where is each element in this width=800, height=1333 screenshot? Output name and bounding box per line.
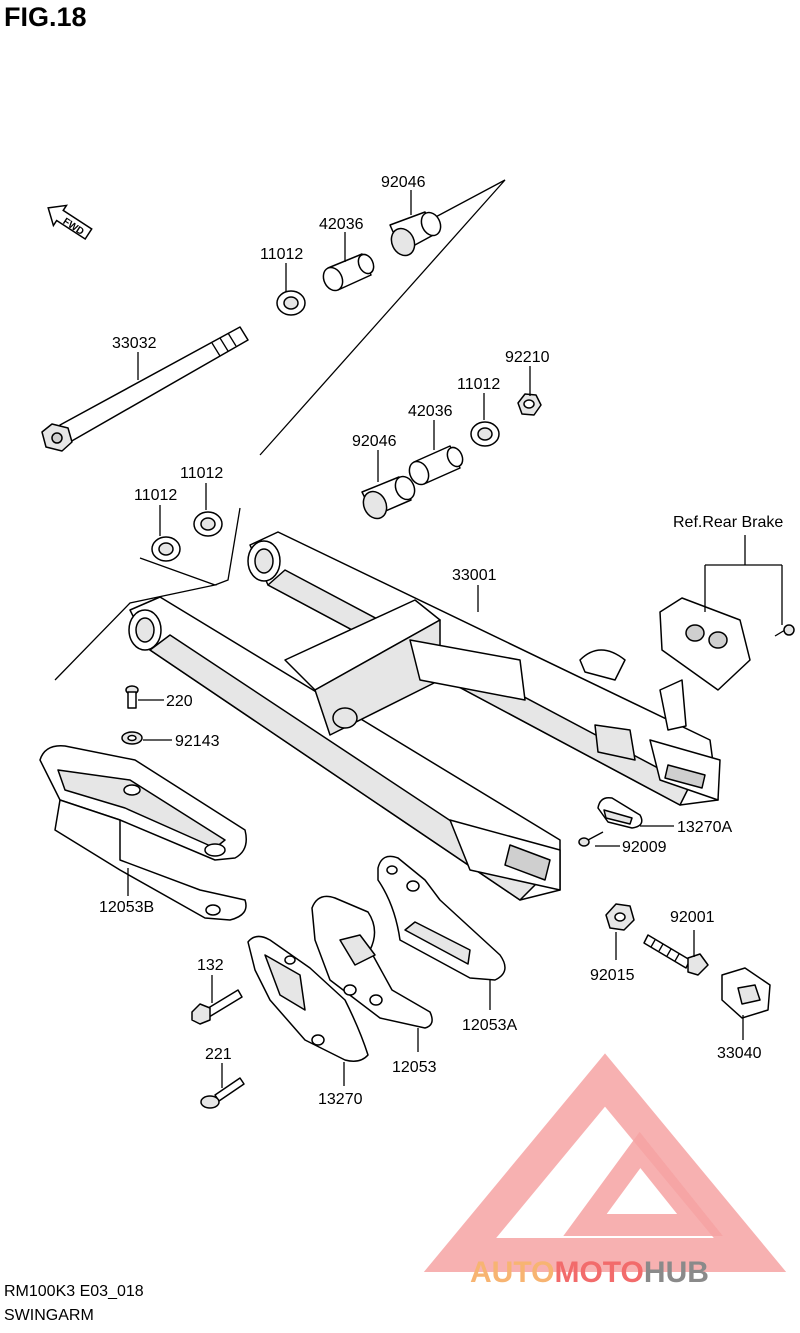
fwd-arrow-icon: FWD (47, 204, 93, 241)
nut-92210 (517, 393, 542, 416)
bearing-92046-upper (389, 211, 442, 257)
bolt-92009 (578, 831, 604, 847)
label-11012-mid: 11012 (457, 376, 500, 393)
label-11012-c: 11012 (180, 465, 223, 482)
screw-92001 (643, 934, 709, 976)
label-42036-lower: 42036 (408, 403, 453, 420)
label-11012-upper: 11012 (260, 246, 303, 263)
section-line-upper (259, 179, 506, 456)
section-line-lower (54, 557, 218, 681)
pivot-shaft (41, 326, 249, 452)
label-221: 221 (205, 1046, 232, 1063)
bolt-220 (125, 685, 139, 709)
clip-33040 (721, 967, 771, 1019)
label-92210: 92210 (505, 349, 550, 366)
chain-guide-12053A (377, 855, 506, 981)
rear-brake-bracket (659, 535, 795, 691)
swingarm-body (128, 531, 721, 901)
seal-11012-d (151, 536, 181, 562)
seal-11012-mid (470, 421, 500, 447)
label-92046-lower: 92046 (352, 433, 397, 450)
bolt-132 (191, 989, 243, 1025)
label-13270A: 13270A (677, 819, 732, 836)
guide-plate-13270 (247, 935, 369, 1062)
label-92143: 92143 (175, 733, 220, 750)
section-line-mid (214, 507, 241, 586)
label-92015: 92015 (590, 967, 635, 984)
watermark-moto: MOTO (554, 1256, 643, 1289)
label-92009: 92009 (622, 839, 667, 856)
label-11012-d: 11012 (134, 487, 177, 504)
washer-92143 (121, 731, 143, 745)
label-33001: 33001 (452, 567, 497, 584)
label-12053A: 12053A (462, 1017, 517, 1034)
label-132: 132 (197, 957, 224, 974)
watermark-hub: HUB (644, 1256, 709, 1289)
watermark-text: AUTOMOTOHUB (470, 1256, 709, 1289)
part-labels: 92046 42036 11012 33032 92210 11012 4203… (99, 174, 783, 1108)
label-92001: 92001 (670, 909, 715, 926)
nut-92015 (605, 903, 635, 931)
label-ref-rear-brake: Ref.Rear Brake (673, 514, 783, 531)
figure-title: FIG.18 (4, 2, 87, 32)
plate-13270A (597, 796, 643, 829)
label-33032: 33032 (112, 335, 157, 352)
label-12053: 12053 (392, 1059, 437, 1076)
collar-42036-lower (408, 445, 464, 486)
label-12053B: 12053B (99, 899, 154, 916)
figure-code: RM100K3 E03_018 (4, 1283, 144, 1300)
watermark-auto: AUTO (470, 1256, 554, 1289)
seal-11012-upper (276, 290, 306, 316)
label-42036-upper: 42036 (319, 216, 364, 233)
seal-11012-c (193, 511, 223, 537)
collar-42036-upper (322, 253, 375, 292)
label-92046-upper: 92046 (381, 174, 426, 191)
chain-slider-12053B (39, 745, 247, 921)
bearing-92046-lower (361, 475, 416, 520)
screw-221 (200, 1077, 245, 1109)
label-13270: 13270 (318, 1091, 363, 1108)
watermark-logo: AUTOMOTOHUB (423, 1053, 787, 1289)
label-33040: 33040 (717, 1045, 762, 1062)
figure-name: SWINGARM (4, 1307, 94, 1324)
label-220: 220 (166, 693, 193, 710)
chain-guide-12053 (311, 895, 433, 1029)
